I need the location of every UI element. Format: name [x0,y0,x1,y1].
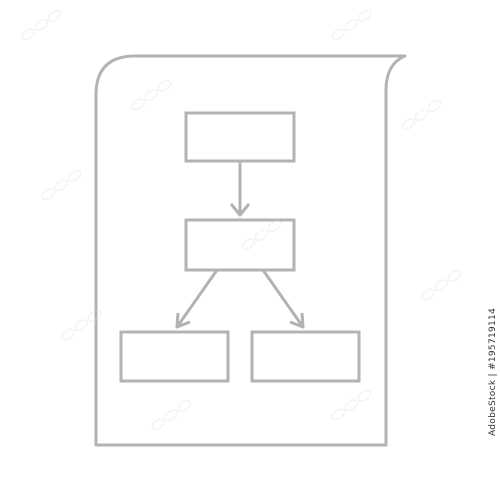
arrow-down-head [229,203,251,217]
flowchart-box-middle [184,218,296,272]
arrow-right-head [289,312,305,329]
arrow-left-line [175,269,219,328]
arrow-right-line [261,269,305,328]
arrow-left-head [175,312,191,329]
stock-id-label: AdobeStock | #195719114 [488,307,498,436]
flowchart-box-bottom-left [119,330,230,383]
document-outline [94,54,407,447]
flowchart-box-top [184,111,296,163]
flowchart-box-bottom-right [250,330,361,383]
